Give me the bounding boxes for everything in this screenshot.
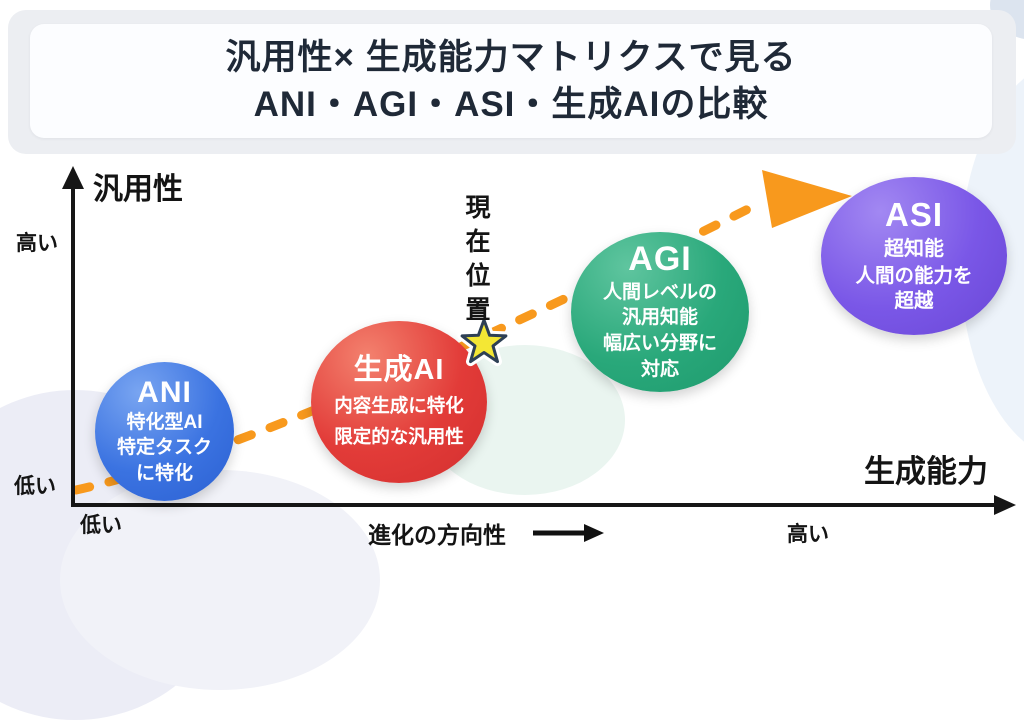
y-axis-low-label: 低い: [14, 475, 56, 498]
x-axis-high-label: 高い: [787, 523, 829, 546]
y-axis-label: 汎用性: [93, 173, 183, 206]
x-axis-label: 生成能力: [864, 454, 988, 489]
bubble-generative-ai-line: 限定的な汎用性: [334, 425, 464, 447]
bubble-asi: ASI 超知能 人間の能力を 超越: [821, 177, 1007, 335]
bubble-agi-line: 人間レベルの: [602, 282, 717, 304]
page-title-line1: 汎用性× 生成能力マトリクスで見る: [225, 38, 797, 77]
page-title-line2: ANI・AGI・ASI・生成AIの比較: [253, 85, 769, 124]
bubble-asi-title: ASI: [884, 195, 943, 233]
bubble-agi-title: AGI: [628, 240, 692, 278]
bubble-agi: AGI 人間レベルの 汎用知能 幅広い分野に 対応: [571, 232, 749, 392]
x-axis-low-label: 低い: [80, 514, 122, 537]
bubble-generative-ai-line: 内容生成に特化: [334, 394, 464, 416]
bubble-ani-title: ANI: [137, 375, 192, 409]
y-axis-arrowhead-icon: [62, 166, 84, 189]
current-position-label: 現在位置: [462, 194, 490, 330]
bubble-ani-line: 特化型AI: [126, 411, 203, 433]
bubble-generative-ai-title: 生成AI: [353, 353, 445, 386]
trajectory-arrowhead-icon: [762, 170, 852, 228]
bubble-ani-line: 特定タスク: [116, 436, 212, 458]
bubble-asi-line: 超越: [894, 290, 934, 313]
y-axis-high-label: 高い: [16, 232, 58, 255]
star-icon: [460, 318, 508, 364]
bubble-generative-ai: 生成AI 内容生成に特化 限定的な汎用性: [311, 321, 487, 483]
bubble-asi-line: 人間の能力を: [855, 264, 973, 287]
bubble-asi-line: 超知能: [884, 238, 944, 261]
bubble-agi-line: 汎用知能: [621, 307, 698, 329]
direction-label: 進化の方向性: [368, 522, 506, 548]
current-position-marker: [460, 318, 508, 364]
bubble-ani: ANI 特化型AI 特定タスク に特化: [95, 362, 234, 501]
direction-arrowhead-icon: [584, 524, 604, 542]
title-banner: 汎用性× 生成能力マトリクスで見る ANI・AGI・ASI・生成AIの比較: [8, 10, 1016, 154]
title-card: 汎用性× 生成能力マトリクスで見る ANI・AGI・ASI・生成AIの比較: [30, 24, 992, 138]
bubble-ani-line: に特化: [135, 463, 193, 485]
x-axis-arrowhead-icon: [994, 495, 1016, 515]
bubble-agi-line: 対応: [640, 358, 679, 380]
bubble-agi-line: 幅広い分野に: [602, 332, 717, 354]
